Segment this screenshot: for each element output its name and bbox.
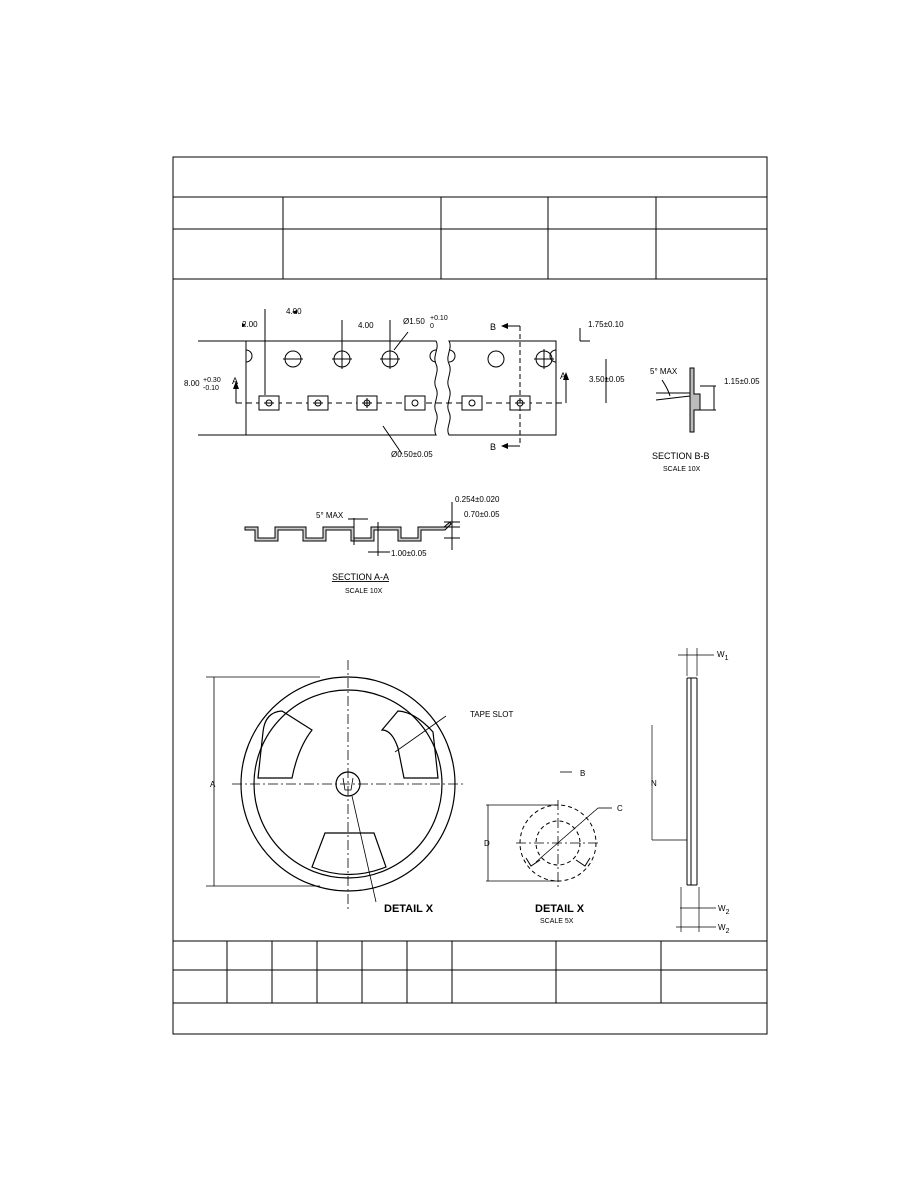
reel-dim-w2: W2 [718,904,730,916]
detail-x-c: C [617,804,623,813]
section-bb-title: SECTION B-B [652,451,710,461]
detail-x-title: DETAIL X [535,903,585,915]
dim-width-tol-lower: -0.10 [203,385,219,392]
reel-dim-w3: W2 [718,923,730,935]
tape-top-view [198,309,607,455]
reel-front-view [206,660,464,910]
dim-cavity-hole: Ø0.50±0.05 [391,450,433,459]
reel-labels: TAPE SLOT A DETAIL X [210,710,514,915]
section-marker-a-left: A [232,376,238,386]
dim-width: 8.00 [184,379,200,388]
detail-x-scale: SCALE 5X [540,918,574,925]
reel-dimension-table [173,940,767,1004]
section-aa-cavity-depth: 0.70±0.05 [464,510,500,519]
section-marker-b-top: B [490,322,496,332]
detail-x-labels: B C D DETAIL X SCALE 5X [484,769,623,925]
reel-tape-slot: TAPE SLOT [470,710,514,719]
section-bb-angle: 5° MAX [650,367,678,376]
section-aa-labels: 0.254±0.020 0.70±0.05 5° MAX 1.00±0.05 S… [316,495,500,595]
dim-row-spacing: 3.50±0.05 [589,375,625,384]
dim-hole-dia: Ø1.50 [403,317,425,326]
dim-edge-left: 2.00 [242,320,258,329]
title-block [172,156,768,1035]
reel-dim-w1: W1 [717,650,729,662]
reel-detail-x-ref: DETAIL X [384,903,434,915]
dim-hole-tol-upper: +0.10 [430,315,448,322]
dim-width-tol-upper: +0.30 [203,377,221,384]
section-aa-dimensions [348,502,460,556]
section-aa-view [244,521,452,542]
dim-pitch-top: 4.00 [286,307,302,316]
dim-edge-right: 1.75±0.10 [588,320,624,329]
reel-side-labels: W1 N W2 W2 [651,650,730,935]
section-aa-cavity-width: 1.00±0.05 [391,549,427,558]
section-bb-labels: 5° MAX 1.15±0.05 SECTION B-B SCALE 10X [650,367,760,473]
detail-x-b: B [580,769,585,778]
section-bb-depth: 1.15±0.05 [724,377,760,386]
section-marker-b-bottom: B [490,442,496,452]
section-aa-angle: 5° MAX [316,511,344,520]
detail-x-d: D [484,839,490,848]
section-aa-title: SECTION A-A [332,572,389,582]
reel-dim-n: N [651,779,657,788]
reel-side-view [651,648,716,932]
tape-arrowheads [233,310,569,449]
section-aa-thickness: 0.254±0.020 [455,495,500,504]
reel-dim-a: A [210,780,216,789]
section-marker-a-right: A [560,371,566,381]
dim-hole-tol-lower: 0 [430,323,434,330]
section-bb-view [655,367,716,433]
dim-pitch-mid: 4.00 [358,321,374,330]
section-aa-scale: SCALE 10X [345,588,383,595]
section-bb-scale: SCALE 10X [663,466,701,473]
tape-dimension-labels: 4.00 2.00 4.00 Ø1.50 +0.10 0 1.75±0.10 8… [184,307,625,459]
detail-x-view [486,771,612,890]
